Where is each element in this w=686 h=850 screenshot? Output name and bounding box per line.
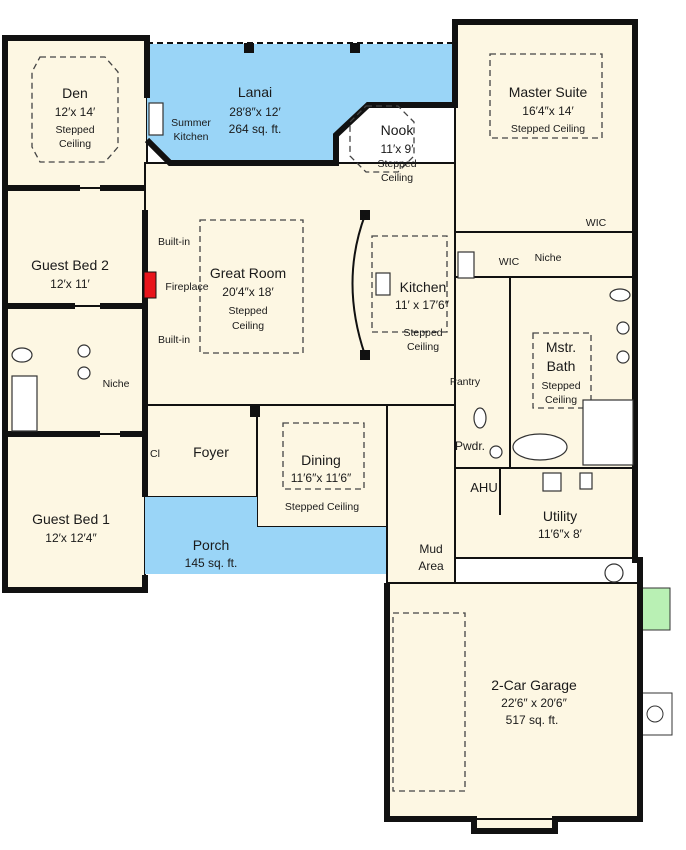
den-label: Den — [62, 85, 88, 101]
fireplace-label: Fireplace — [165, 281, 208, 293]
nook-ceiling: Stepped — [377, 158, 416, 170]
room-den — [4, 37, 148, 189]
room-guest-bed-2 — [4, 187, 146, 307]
column — [350, 43, 360, 53]
lanai-dims: 28′8″x 12′ — [229, 105, 281, 119]
sink-icon — [616, 350, 630, 364]
nook-ceiling: Ceiling — [381, 172, 413, 184]
sink-icon — [489, 445, 503, 459]
utility-dims: 11′6″x 8′ — [538, 527, 583, 541]
water-tank-icon — [604, 563, 624, 583]
entry-pad — [639, 587, 671, 631]
cooktop-icon — [457, 251, 475, 279]
column — [244, 43, 254, 53]
kitchen-ceiling: Ceiling — [407, 341, 439, 353]
column — [250, 405, 260, 417]
room-mud-area — [386, 404, 456, 584]
guest-bed-2-label: Guest Bed 2 — [31, 257, 109, 273]
master-bath-label: Bath — [547, 358, 576, 374]
utility-label: Utility — [543, 508, 577, 524]
ceiling-outlines — [31, 53, 603, 792]
porch-area-label: 145 sq. ft. — [185, 556, 238, 570]
room-labels: Den 12′x 14′ Stepped Ceiling Lanai 28′8″… — [31, 84, 607, 727]
closet-label: Cl — [150, 448, 160, 460]
summer-kitchen-label: Summer — [171, 117, 211, 129]
water-heater-icon — [579, 472, 593, 490]
master-bath-ceiling: Ceiling — [545, 394, 577, 406]
fireplace-icon — [143, 271, 157, 299]
laundry-sink-icon — [542, 472, 562, 492]
summer-kitchen-label: Kitchen — [173, 131, 208, 143]
guest-bed-2-dims: 12′x 11′ — [50, 277, 90, 291]
den-dims: 12′x 14′ — [55, 105, 96, 119]
dining-ceiling: Stepped Ceiling — [285, 501, 359, 513]
mud-area-label: Area — [418, 559, 444, 573]
guest-tub-icon — [11, 375, 38, 432]
great-room-ceiling: Ceiling — [232, 320, 264, 332]
bathtub-icon — [512, 433, 568, 461]
nook-label: Nook — [381, 122, 415, 138]
great-room-ceiling: Stepped — [228, 305, 267, 317]
kitchen-label: Kitchen — [400, 279, 447, 295]
wic-label: WIC — [586, 217, 607, 229]
kitchen-sink-icon — [375, 272, 391, 296]
room-master-suite — [454, 21, 636, 233]
kitchen-ceiling: Stepped — [403, 327, 442, 339]
lanai-area — [147, 44, 453, 163]
built-in-label: Built-in — [158, 236, 190, 248]
walls — [2, 19, 643, 834]
dining-label: Dining — [301, 452, 341, 468]
garage-dims: 22′6″ x 20′6″ — [501, 696, 567, 710]
wic-label: WIC — [499, 256, 520, 268]
shower-icon — [582, 399, 634, 466]
room-garage — [386, 582, 640, 820]
toilet-icon — [11, 347, 33, 363]
summer-kitchen-grill-icon — [148, 102, 164, 136]
porch-area — [145, 497, 387, 574]
mud-area-label: Mud — [419, 542, 442, 556]
master-suite-label: Master Suite — [509, 84, 588, 100]
foyer-label: Foyer — [193, 444, 229, 460]
toilet-icon — [473, 407, 487, 429]
ac-unit-icon — [646, 705, 664, 723]
great-room-label: Great Room — [210, 265, 286, 281]
garage-label: 2-Car Garage — [491, 677, 577, 693]
lanai-label: Lanai — [238, 84, 272, 100]
guest-bed-1-label: Guest Bed 1 — [32, 511, 110, 527]
kitchen-bar-curve — [351, 214, 366, 356]
room-guest-bed-1 — [4, 433, 146, 591]
den-ceiling: Stepped — [55, 124, 94, 136]
porch-label: Porch — [193, 537, 230, 553]
master-suite-dims: 16′4″x 14′ — [522, 104, 574, 118]
garage-area-label: 517 sq. ft. — [506, 713, 559, 727]
ac-pad — [639, 692, 673, 736]
lanai-area-label: 264 sq. ft. — [229, 122, 282, 136]
kitchen-dims: 11′ x 17′6″ — [395, 298, 450, 312]
room-foyer — [144, 404, 258, 498]
built-in-label: Built-in — [158, 334, 190, 346]
master-bath-ceiling: Stepped — [541, 380, 580, 392]
sink-icon — [616, 321, 630, 335]
nook-dims: 11′x 9′ — [381, 142, 415, 156]
niche-master-label: Niche — [535, 252, 562, 264]
den-ceiling: Ceiling — [59, 138, 91, 150]
pantry-label: Pantry — [450, 376, 481, 388]
niche-bath-label: Niche — [103, 378, 130, 390]
dining-dims: 11′6″x 11′6″ — [291, 471, 352, 485]
fixtures — [11, 102, 634, 583]
toilet-icon — [609, 288, 631, 302]
master-bath-label: Mstr. — [546, 339, 576, 355]
great-room-dims: 20′4″x 18′ — [222, 285, 274, 299]
sink-icon — [77, 344, 91, 358]
guest-bed-1-dims: 12′x 12′4″ — [45, 531, 97, 545]
powder-label: Pwdr. — [455, 439, 485, 453]
ahu-label: AHU — [470, 480, 497, 495]
master-suite-ceiling: Stepped Ceiling — [511, 123, 585, 135]
sink-icon — [77, 366, 91, 380]
